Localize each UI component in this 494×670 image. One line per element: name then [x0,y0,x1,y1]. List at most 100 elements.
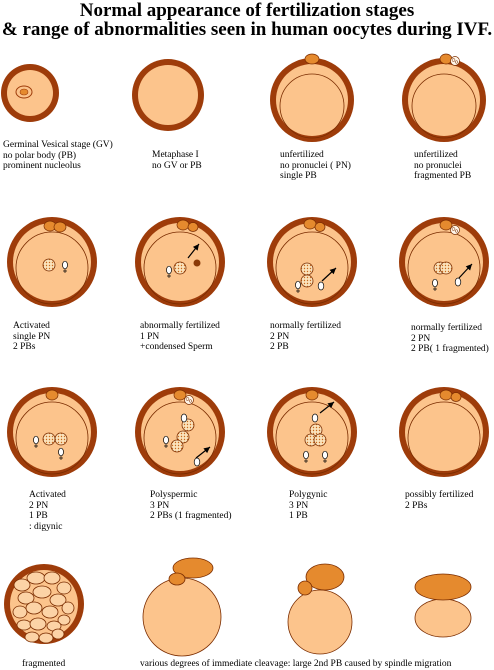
oocyte-membrane [275,231,349,305]
male-pronucleus [311,413,319,423]
polar-body [187,222,199,232]
caption-cleavage: various degrees of immediate cleavage: l… [140,659,452,669]
cleavage-3 [414,573,472,638]
female-pronucleus-symbol [166,265,172,275]
polar-body [314,222,326,232]
oocyte [287,589,353,655]
polar-body [304,53,320,65]
oocyte-polygynic [267,387,357,477]
oocyte-activated-digynic [7,387,97,477]
cytoplasm [405,393,483,471]
cytoplasm [276,64,348,136]
pronucleus [170,439,184,453]
cleavage-2 [287,563,353,655]
large-polar-body [172,557,214,579]
fragmented-polar-body [184,395,194,405]
polar-body [305,389,319,401]
polar-body [173,389,187,401]
arrow-head [329,268,336,275]
cytoplasmic-fragment [57,614,71,626]
female-pronucleus-symbol [62,260,68,270]
cytoplasm [408,64,480,136]
oocyte-membrane [143,231,217,305]
cytoplasmic-fragment [32,585,52,599]
cytoplasmic-fragment [51,628,65,640]
fragmented-polar-body [450,56,460,66]
oocyte-unfertilized-frag [402,53,486,142]
cytoplasm [7,70,53,116]
pronucleus [300,262,314,276]
cytoplasmic-fragment [29,617,47,631]
pronucleus [42,258,56,272]
oocyte [142,577,222,657]
oocyte-fragmented [4,564,84,644]
female-pronucleus-symbol [295,280,301,290]
cytoplasmic-fragment [13,578,31,592]
oocyte-normal-frag [399,217,489,307]
cytoplasmic-fragment [43,571,61,585]
cytoplasmic-fragment [24,631,40,643]
cytoplasmic-fragment [17,591,35,605]
male-pronucleus [180,413,188,423]
cytoplasmic-fragment [16,619,32,631]
germinal-vesicle [15,85,33,99]
large-blastomere [414,573,472,601]
oocyte-activated-1pn [7,217,97,307]
female-pronucleus-symbol [58,447,64,457]
female-pronucleus-symbol [33,435,39,445]
cytoplasm [13,393,91,471]
pronucleus [313,433,327,447]
caption-gv: Germinal Vesical stage (GV)no polar body… [3,140,113,171]
title-line-2: & range of abnormalities seen in human o… [1,19,493,40]
cytoplasmic-fragment [61,601,75,615]
polar-body [303,218,317,230]
polar-body [45,389,59,401]
oocyte-polyspermic [135,387,225,477]
polar-body [450,392,462,402]
cytoplasmic-fragment [26,571,46,585]
cytoplasmic-fragment [38,632,54,644]
female-pronucleus-symbol [432,278,438,288]
nucleolus [19,88,29,96]
polar-body [297,580,313,596]
pronucleus [54,432,68,446]
cytoplasmic-fragment [25,601,43,615]
cytoplasmic-fragment [49,593,67,607]
oocyte-normal-2pb [267,217,357,307]
oocyte-membrane [411,73,477,139]
fragmented-polar-body [450,225,460,235]
female-pronucleus-symbol [322,450,328,460]
pronucleus [439,261,453,275]
cytoplasmic-fragment [56,581,72,595]
female-pronucleus-symbol [163,435,169,445]
caption-fragmented: fragmented [22,659,66,669]
polar-body [176,219,190,231]
arrow-head [192,244,199,251]
cytoplasmic-fragment [41,605,59,619]
male-pronucleus [317,281,325,291]
pronucleus [176,430,190,444]
arrow-head [327,402,334,409]
pronucleus [300,274,314,288]
arrow-head [203,447,210,454]
oocyte-membrane [15,231,89,305]
oocyte-gv [1,64,59,122]
oocyte-membrane [407,401,481,475]
oocyte-membrane [275,401,349,475]
oocyte-membrane [143,401,217,475]
large-polar-body [305,563,345,591]
polar-body [439,219,453,231]
